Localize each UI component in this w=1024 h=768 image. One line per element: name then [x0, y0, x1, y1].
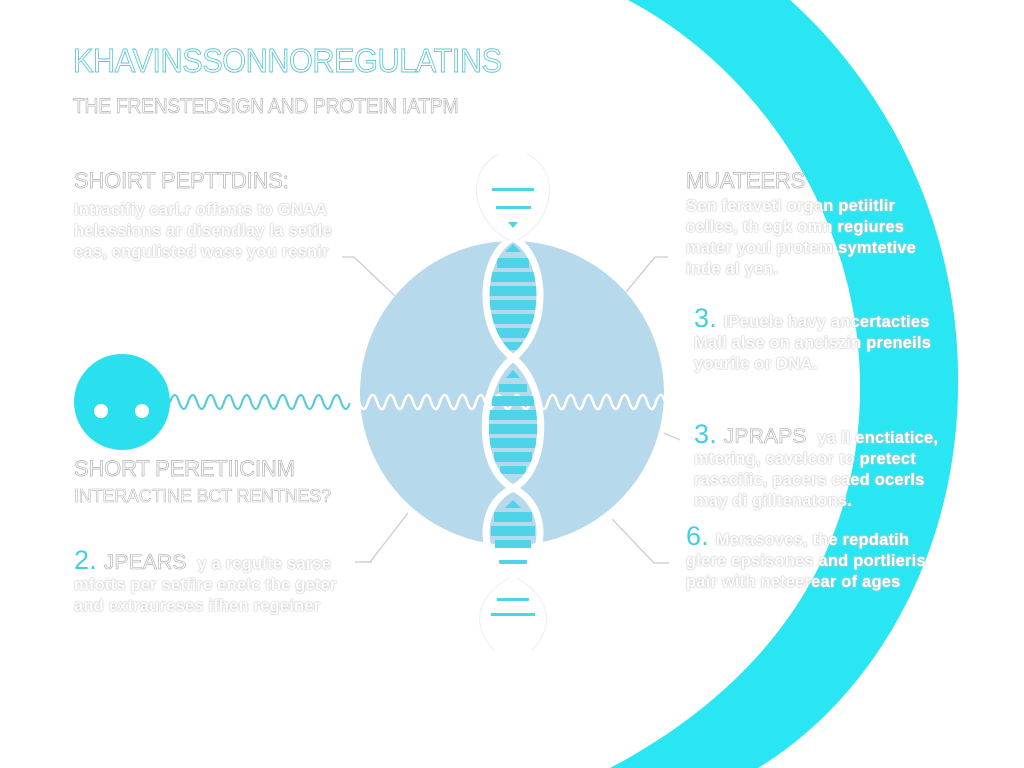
panel-mid-left-subheading: INTERACTINE BCT RENTNES? [74, 486, 332, 507]
panel-line: Intracifiy carl.r offents to GNAA [74, 201, 328, 219]
step-label: JPRAPS [723, 425, 807, 448]
step-number: 2. [74, 545, 97, 575]
panel-bottom-left: 2. JPEARS y a regulte sarse mfotts per s… [74, 547, 337, 617]
panel-line: Sen feravetl organ petiitlir [686, 197, 896, 215]
panel-line: may di gilltenatons. [694, 492, 853, 510]
panel-line: pair with neteerear of ages [686, 573, 901, 591]
peptide-molecule-icon [74, 354, 170, 450]
panel-mid-left-heading: SHORT PERETIICINM [74, 456, 296, 482]
protein-sphere-icon [360, 241, 664, 545]
dna-helix-icon [476, 151, 550, 652]
panel-line: yourile or DNA. [694, 355, 818, 373]
panel-line: mfotts per setfire enelc the geter [74, 576, 337, 594]
page-subtitle: THE FRENSTEDSIGN AND PROTEIN IATPM [73, 95, 459, 119]
panel-line-first: 3. IPeuele havy ancertacties [694, 305, 931, 333]
panel-line-first: 2. JPEARS y a regulte sarse [74, 547, 337, 575]
panel-line: and extraureses ifhen regeiner [74, 597, 321, 615]
panel-line: mtering, cavelcor to pretect [694, 450, 917, 468]
panel-line-first: 3. JPRAPS ya ll enctiatice, [694, 421, 939, 449]
panel-top-right-heading: MUATEERS [686, 168, 806, 194]
cyan-ring-arc-icon [610, 0, 959, 768]
step-number: 3. [694, 303, 717, 333]
step-number: 6. [686, 521, 709, 551]
connector-lines [342, 256, 681, 564]
panel-line: rasecific, pacers caed ocerls [694, 471, 925, 489]
panel-mid-right: 3. IPeuele havy ancertacties Mall alse o… [694, 305, 932, 375]
panel-line: ya ll enctiatice, [817, 429, 939, 447]
panel-line: mater youl protem symtetive [686, 239, 917, 257]
step-label: JPEARS [103, 551, 187, 574]
panel-line-first: 6. Merasoves, the repdatih [686, 523, 926, 551]
panel-line: Mall alse on anciszin preneils [694, 334, 932, 352]
panel-line: glere epsisones and portlieris [686, 552, 926, 570]
panel-line: helassions ar disendlay la setile [74, 222, 332, 240]
page-title: KHAVINSSONNOREGULATINS [73, 42, 503, 80]
panel-top-left-heading: SHOIRT PEPTTDINS: [74, 168, 290, 194]
panel-line: y a regulte sarse [197, 555, 332, 573]
panel-top-left-body: Intracifiy carl.r offents to GNAA helass… [74, 200, 332, 263]
panel-line: IPeuele havy ancertacties [723, 313, 930, 331]
panel-line: Merasoves, the repdatih [715, 531, 910, 549]
panel-line: celles, th egk omn regiures [686, 218, 905, 236]
panel-top-right-body: Sen feravetl organ petiitlir celles, th … [686, 196, 916, 280]
panel-line: eas, engulisted wase you resnir [74, 243, 329, 261]
panel-bottom-right: 6. Merasoves, the repdatih glere epsison… [686, 523, 926, 593]
step-number: 3. [694, 419, 717, 449]
panel-lower-right: 3. JPRAPS ya ll enctiatice, mtering, cav… [694, 421, 939, 512]
panel-line: inde al yen. [686, 260, 779, 278]
